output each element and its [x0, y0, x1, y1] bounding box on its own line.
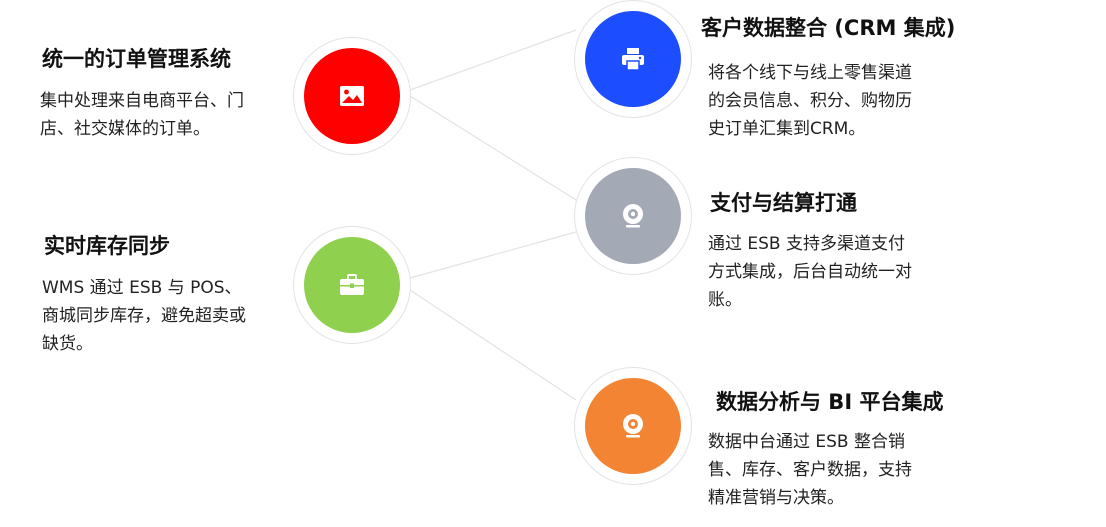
- node-circle-green: [304, 237, 400, 333]
- item-description-line: 数据中台通过 ESB 整合销: [708, 432, 906, 452]
- item-description-line: 商城同步库存，避免超卖或: [42, 306, 246, 326]
- item-description-line: 方式集成，后台自动统一对: [708, 262, 912, 282]
- connector-inventory-to-bi: [409, 289, 577, 401]
- item-title: 数据分析与 BI 平台集成: [716, 390, 944, 414]
- node-circle-orange: [585, 378, 681, 474]
- item-description-line: 缺货。: [42, 334, 93, 354]
- item-description-line: 账。: [708, 290, 742, 310]
- connector-order-to-crm: [409, 29, 577, 91]
- node-crm-integration: [574, 0, 692, 118]
- item-description: 集中处理来自电商平台、门 店、社交媒体的订单。: [40, 87, 244, 143]
- node-circle-blue: [585, 11, 681, 107]
- item-title: 统一的订单管理系统: [42, 47, 231, 71]
- item-description: 数据中台通过 ESB 整合销 售、库存、客户数据，支持 精准营销与决策。: [708, 428, 912, 512]
- briefcase-icon: [340, 274, 364, 295]
- item-description-line: 将各个线下与线上零售渠道: [708, 63, 912, 83]
- item-description-line: 精准营销与决策。: [708, 488, 844, 508]
- node-circle-red: [304, 48, 400, 144]
- item-description-line: 史订单汇集到CRM。: [708, 119, 866, 139]
- item-description-line: 店、社交媒体的订单。: [40, 119, 210, 139]
- connector-inventory-to-payment: [409, 231, 577, 279]
- item-description-line: 集中处理来自电商平台、门: [40, 91, 244, 111]
- node-circle-gray: [585, 168, 681, 264]
- image-icon: [340, 86, 364, 106]
- item-description: WMS 通过 ESB 与 POS、 商城同步库存，避免超卖或 缺货。: [42, 274, 246, 358]
- item-description: 将各个线下与线上零售渠道 的会员信息、积分、购物历 史订单汇集到CRM。: [708, 59, 912, 143]
- webcam-icon: [623, 204, 643, 228]
- connector-order-to-payment: [409, 95, 577, 201]
- item-description-line: WMS 通过 ESB 与 POS、: [42, 278, 242, 298]
- item-description: 通过 ESB 支持多渠道支付 方式集成，后台自动统一对 账。: [708, 230, 912, 314]
- node-order-management: [293, 37, 411, 155]
- item-description-line: 的会员信息、积分、购物历: [708, 91, 912, 111]
- item-description-line: 通过 ESB 支持多渠道支付: [708, 234, 906, 254]
- node-inventory-sync: [293, 226, 411, 344]
- node-payment-settlement: [574, 157, 692, 275]
- node-bi-integration: [574, 367, 692, 485]
- item-title: 支付与结算打通: [710, 191, 857, 215]
- item-description-line: 售、库存、客户数据，支持: [708, 460, 912, 480]
- webcam-icon: [623, 414, 643, 438]
- printer-icon: [622, 48, 644, 71]
- item-title: 客户数据整合 (CRM 集成): [701, 16, 956, 40]
- item-title: 实时库存同步: [44, 234, 170, 258]
